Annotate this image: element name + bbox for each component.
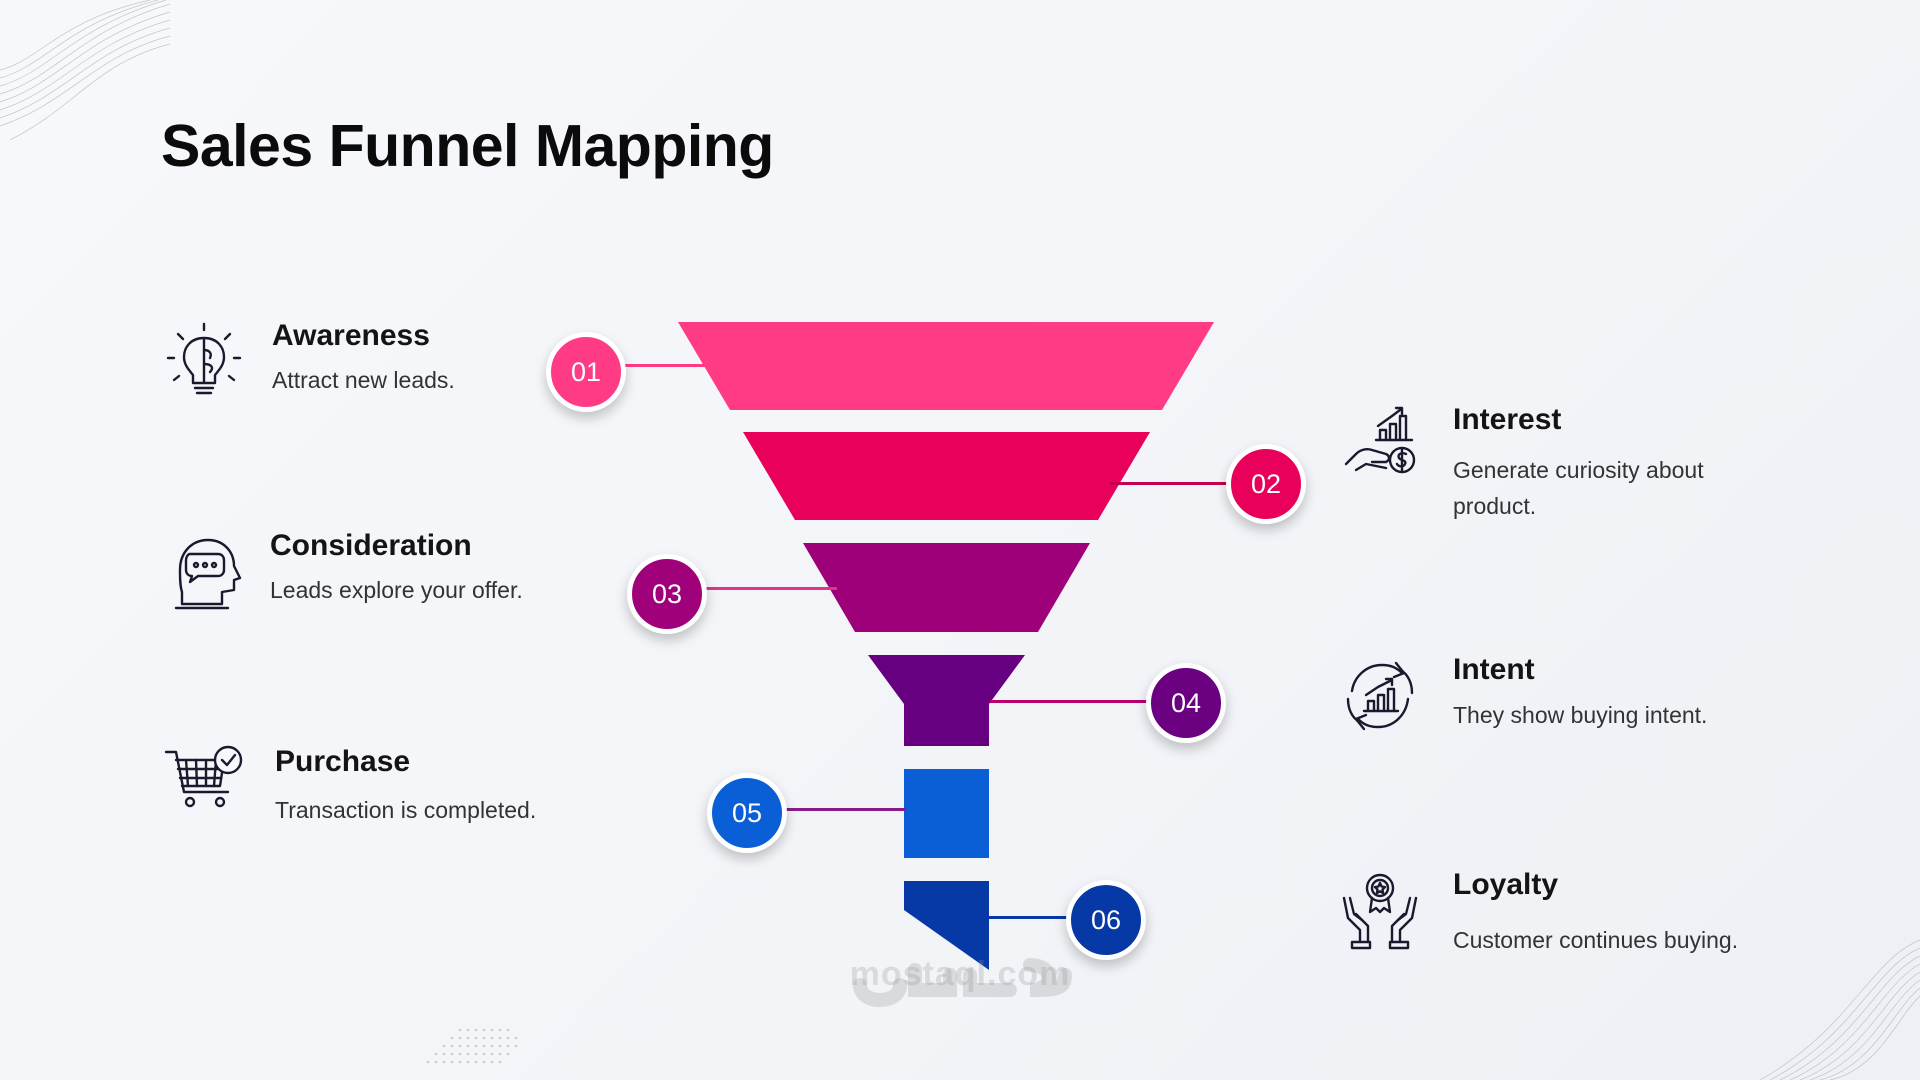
stage-desc-interest: Generate curiosity about product. — [1453, 457, 1704, 519]
stage-title-interest: Interest — [1453, 403, 1562, 436]
stage-desc-purchase: Transaction is completed. — [275, 797, 537, 823]
cycle-chart-icon — [1338, 655, 1422, 739]
stage-badge-02: 02 — [1226, 444, 1306, 524]
stage-desc-consideration: Leads explore your offer. — [270, 577, 523, 603]
decorative-wave-top-left — [0, 0, 170, 140]
lightbulb-brain-icon — [162, 320, 246, 404]
stage-badge-06: 06 — [1066, 880, 1146, 960]
connector-02 — [1110, 482, 1230, 485]
stage-desc-loyalty: Customer continues buying. — [1453, 927, 1739, 953]
watermark-logo — [853, 958, 1072, 1007]
stage-title-awareness: Awareness — [272, 319, 430, 352]
decorative-wave-bottom-right — [1759, 939, 1920, 1080]
connector-05 — [778, 808, 906, 811]
connector-03 — [697, 587, 837, 590]
stage-title-consideration: Consideration — [270, 529, 472, 562]
funnel-segment-5 — [904, 769, 989, 858]
stage-title-intent: Intent — [1453, 653, 1535, 686]
funnel-segment-3 — [803, 543, 1090, 632]
funnel-segment-2 — [743, 432, 1150, 520]
connector-06 — [989, 916, 1069, 919]
stage-desc-awareness: Attract new leads. — [272, 367, 455, 393]
stage-badge-04: 04 — [1146, 663, 1226, 743]
funnel-segment-1 — [678, 322, 1214, 410]
stage-badge-01: 01 — [546, 332, 626, 412]
hands-award-icon — [1338, 868, 1422, 952]
head-speech-bubble-icon — [162, 530, 246, 614]
stage-badge-05: 05 — [707, 773, 787, 853]
stage-title-purchase: Purchase — [275, 745, 411, 778]
watermark-text: mostaql.com — [849, 955, 1071, 993]
page-title: Sales Funnel Mapping — [161, 113, 774, 179]
connector-04 — [990, 700, 1150, 703]
decorative-dots — [426, 1028, 518, 1064]
stage-desc-intent: They show buying intent. — [1453, 702, 1708, 728]
shopping-cart-check-icon — [162, 740, 246, 824]
connector-01 — [615, 364, 710, 367]
hand-money-chart-icon — [1342, 402, 1426, 486]
stage-title-loyalty: Loyalty — [1453, 868, 1559, 901]
stage-badge-03: 03 — [627, 554, 707, 634]
